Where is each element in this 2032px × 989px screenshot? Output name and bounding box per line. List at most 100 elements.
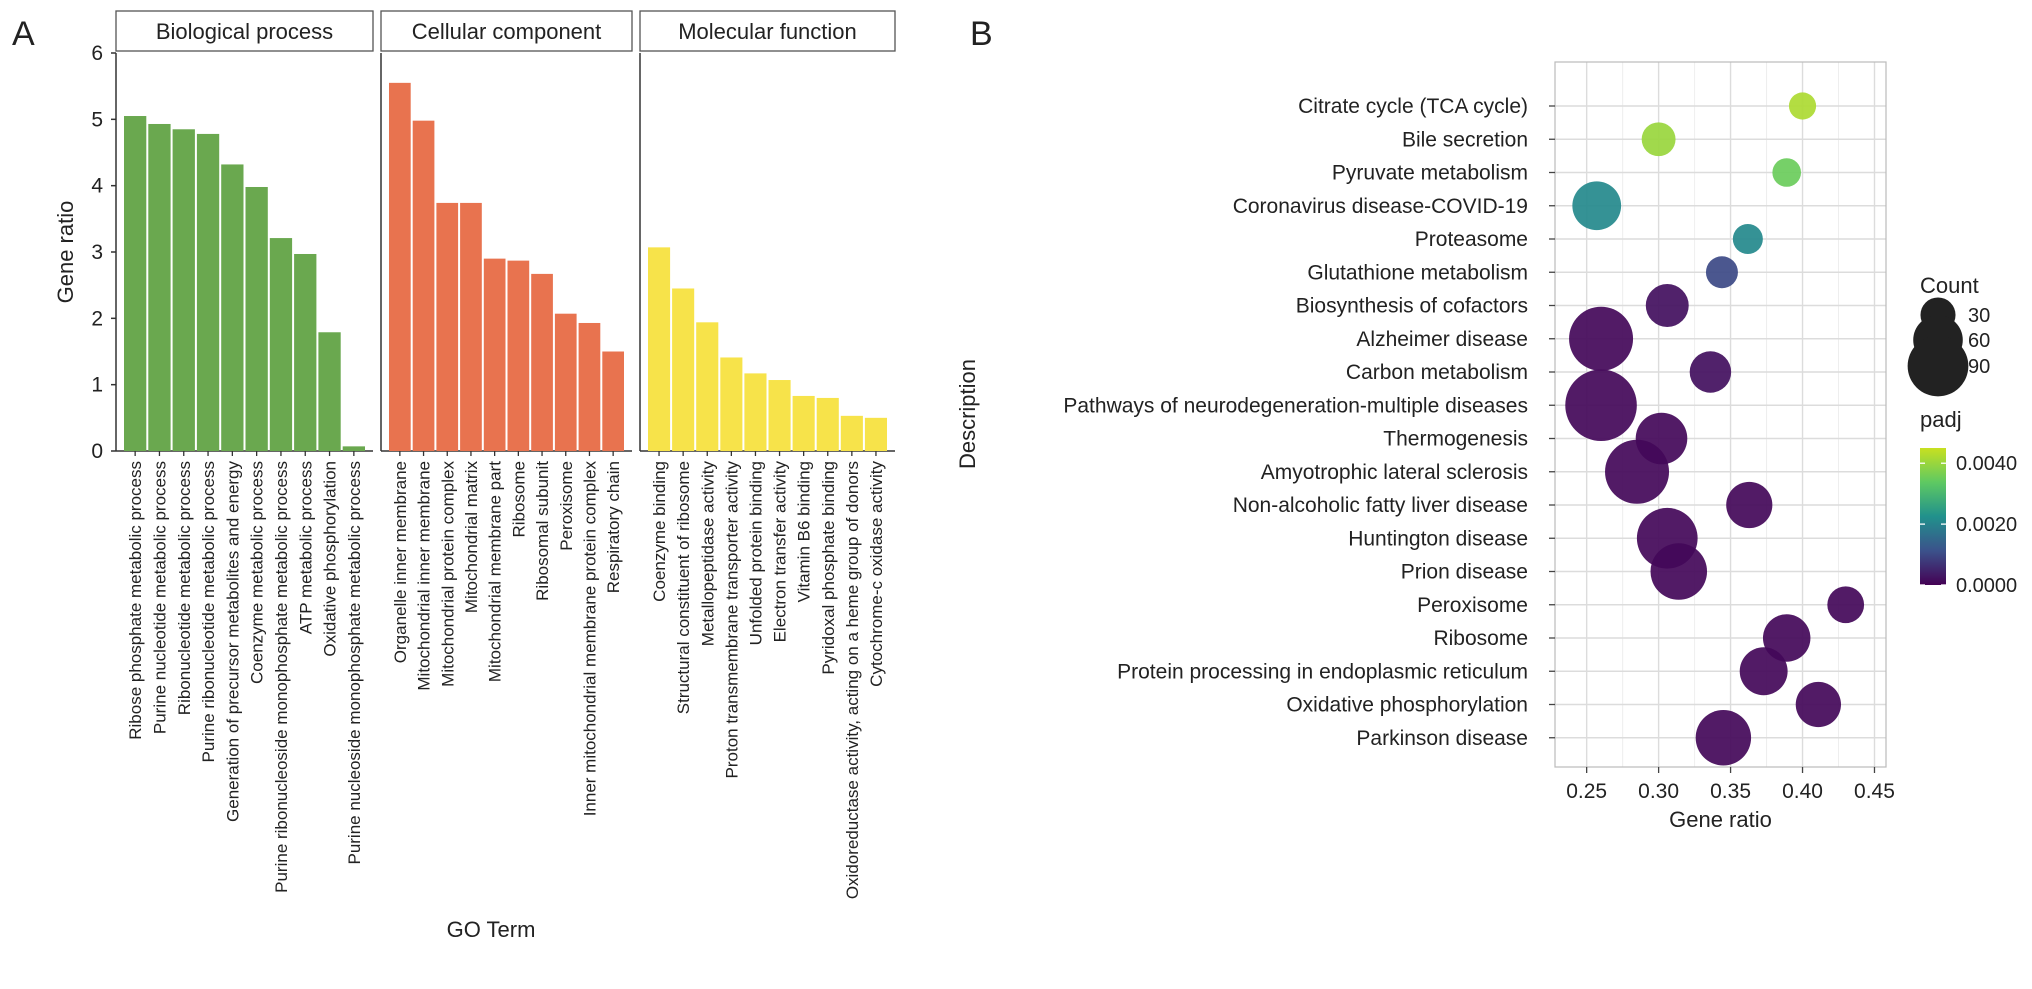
colorbar-label: 0.0040 bbox=[1956, 453, 2017, 475]
y-tick-label: Oxidative phosphorylation bbox=[1286, 694, 1528, 717]
panel-a-letter: A bbox=[12, 15, 35, 53]
y-tick-label: Peroxisome bbox=[1417, 594, 1528, 617]
x-tick-label: Ribonucleotide metabolic process bbox=[175, 461, 194, 715]
x-tick-label: Vitamin B6 binding bbox=[795, 461, 814, 602]
data-point bbox=[1569, 306, 1634, 371]
data-point bbox=[1572, 181, 1622, 231]
bar bbox=[196, 133, 220, 451]
x-tick-label: 0.25 bbox=[1566, 780, 1607, 803]
bar bbox=[744, 373, 767, 451]
bar bbox=[578, 322, 601, 451]
x-tick-label: Proton transmembrane transporter activit… bbox=[722, 461, 741, 779]
bar bbox=[436, 202, 459, 451]
y-tick-label: Proteasome bbox=[1415, 228, 1528, 251]
x-tick-label: Purine ribonucleoside monophosphate meta… bbox=[272, 461, 291, 893]
data-point bbox=[1762, 614, 1811, 662]
y-tick-label: 6 bbox=[91, 42, 103, 65]
colorbar bbox=[1920, 448, 1946, 585]
bar bbox=[221, 164, 244, 451]
bar bbox=[602, 351, 624, 451]
y-tick-label: 5 bbox=[91, 108, 103, 131]
x-tick-label: Mitochondrial inner membrane bbox=[415, 461, 434, 691]
data-point bbox=[1726, 481, 1773, 529]
y-tick-label: Biosynthesis of cofactors bbox=[1296, 295, 1528, 318]
y-axis-title: Description bbox=[955, 359, 980, 469]
x-tick-label: Generation of precursor metabolites and … bbox=[223, 460, 242, 821]
data-point bbox=[1641, 122, 1676, 157]
colorbar-label: 0.0000 bbox=[1956, 575, 2017, 597]
x-tick-label: Ribose phosphate metabolic process bbox=[126, 461, 145, 740]
x-tick-label: Respiratory chain bbox=[604, 461, 623, 593]
facet-title: Cellular component bbox=[412, 19, 602, 44]
y-tick-label: Coronavirus disease-COVID-19 bbox=[1233, 195, 1528, 218]
bar bbox=[269, 238, 293, 451]
bar bbox=[531, 273, 553, 451]
y-tick-label: Parkinson disease bbox=[1356, 727, 1528, 750]
x-tick-label: Coenzyme metabolic process bbox=[248, 461, 267, 684]
x-tick-label: Oxidoreductase activity, acting on a hem… bbox=[843, 461, 862, 899]
x-tick-label: Oxidative phosphorylation bbox=[321, 461, 340, 657]
x-tick-label: Mitochondrial matrix bbox=[462, 461, 481, 614]
bar bbox=[294, 253, 317, 451]
y-tick-label: Amyotrophic lateral sclerosis bbox=[1261, 461, 1528, 484]
size-legend-label: 90 bbox=[1968, 356, 1990, 378]
size-legend-key bbox=[1907, 335, 1969, 397]
x-tick-label: Ribosomal subunit bbox=[533, 461, 552, 601]
bar bbox=[816, 397, 839, 451]
x-tick-label: Coenzyme binding bbox=[650, 461, 669, 602]
y-tick-label: Citrate cycle (TCA cycle) bbox=[1298, 95, 1528, 118]
y-tick-label: 4 bbox=[91, 175, 103, 198]
x-tick-label: Peroxisome bbox=[557, 461, 576, 551]
data-point bbox=[1695, 710, 1752, 766]
facet-strip bbox=[380, 10, 633, 52]
bar bbox=[245, 186, 268, 451]
data-point bbox=[1827, 586, 1865, 624]
data-point bbox=[1565, 369, 1637, 442]
data-point bbox=[1650, 543, 1708, 600]
bar bbox=[412, 120, 435, 451]
y-tick-label: 2 bbox=[91, 307, 103, 330]
size-legend-label: 30 bbox=[1968, 305, 1990, 327]
bar bbox=[342, 446, 365, 451]
data-point bbox=[1739, 647, 1788, 696]
x-axis-title: GO Term bbox=[447, 917, 536, 942]
bar bbox=[672, 288, 695, 451]
facet-title: Biological process bbox=[156, 19, 333, 44]
bar bbox=[318, 332, 341, 451]
facet-strip bbox=[639, 10, 896, 52]
y-tick-label: Carbon metabolism bbox=[1346, 361, 1528, 384]
bar bbox=[124, 116, 147, 452]
facet-title: Molecular function bbox=[678, 19, 857, 44]
data-point bbox=[1788, 92, 1817, 120]
x-tick-label: Mitochondrial protein complex bbox=[438, 461, 457, 687]
y-tick-label: Thermogenesis bbox=[1383, 428, 1528, 451]
bar bbox=[554, 313, 577, 451]
bar bbox=[507, 260, 530, 451]
size-legend-label: 60 bbox=[1968, 330, 1990, 352]
x-tick-label: Cytochrome-c oxidase activity bbox=[867, 461, 886, 687]
y-tick-label: Ribosome bbox=[1433, 627, 1528, 650]
y-tick-label: Pyruvate metabolism bbox=[1332, 162, 1528, 185]
x-tick-label: Unfolded protein binding bbox=[746, 461, 765, 645]
y-tick-label: 1 bbox=[91, 374, 103, 397]
x-tick-label: Inner mitochondrial membrane protein com… bbox=[580, 461, 599, 817]
colorbar-label: 0.0020 bbox=[1956, 514, 2017, 536]
y-tick-label: Pathways of neurodegeneration-multiple d… bbox=[1063, 394, 1528, 417]
x-tick-label: Ribosome bbox=[509, 461, 528, 538]
x-tick-label: Purine nucleotide metabolic process bbox=[150, 461, 169, 734]
bar bbox=[148, 123, 171, 451]
data-point bbox=[1772, 158, 1802, 187]
facet-strip bbox=[115, 10, 374, 52]
x-axis-title: Gene ratio bbox=[1669, 807, 1772, 832]
data-point bbox=[1605, 439, 1670, 504]
plot-border bbox=[1554, 61, 1887, 768]
bar bbox=[483, 258, 506, 451]
x-tick-label: Purine ribonucleotide metabolic process bbox=[199, 461, 218, 762]
x-tick-label: 0.45 bbox=[1854, 780, 1895, 803]
x-tick-label: 0.40 bbox=[1782, 780, 1823, 803]
bar bbox=[792, 395, 815, 451]
size-legend-title: Count bbox=[1920, 273, 1979, 298]
y-tick-label: Alzheimer disease bbox=[1356, 328, 1528, 351]
